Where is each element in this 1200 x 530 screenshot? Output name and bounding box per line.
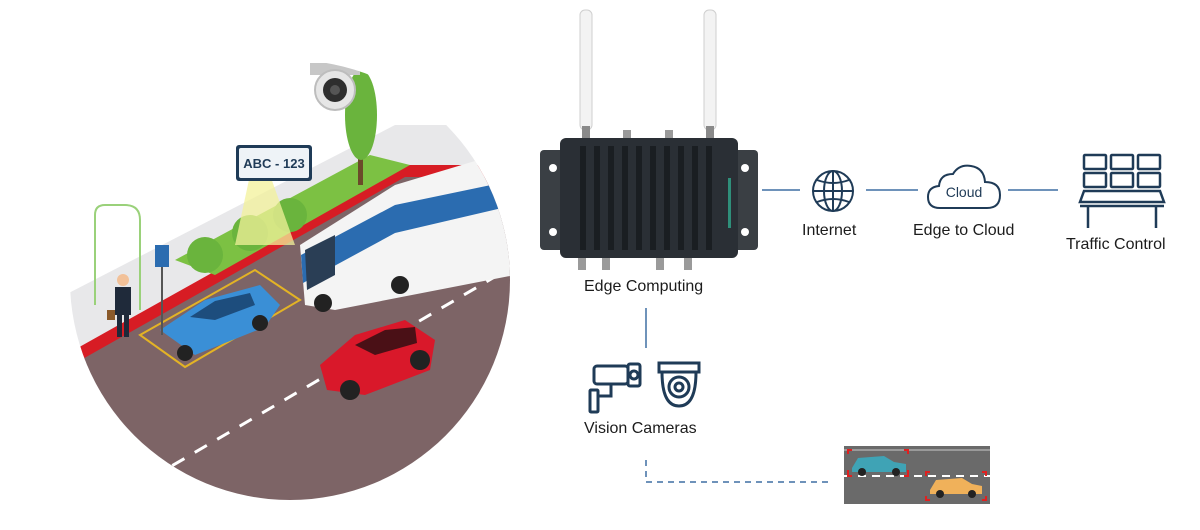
plate-text: ABC - 123 (243, 155, 305, 171)
dashed-line-cameras-video (645, 460, 828, 483)
label-edge-to-cloud: Edge to Cloud (913, 222, 1015, 239)
video-feed-thumbnail (844, 446, 990, 504)
label-traffic-control: Traffic Control (1066, 236, 1166, 253)
cloud-icon-text: Cloud (945, 184, 983, 200)
label-vision-cameras: Vision Cameras (584, 420, 697, 437)
label-edge-computing: Edge Computing (584, 278, 704, 295)
license-plate: ABC - 123 (236, 145, 312, 181)
street-scene (65, 55, 515, 505)
cloud-icon: Cloud (924, 160, 1004, 214)
monitor-wall-icon (1076, 152, 1168, 232)
label-internet: Internet (802, 222, 857, 239)
bullet-camera-icon (586, 358, 644, 414)
edge-computing-device (538, 8, 760, 280)
globe-icon (810, 168, 856, 214)
dome-camera-icon (656, 360, 702, 410)
